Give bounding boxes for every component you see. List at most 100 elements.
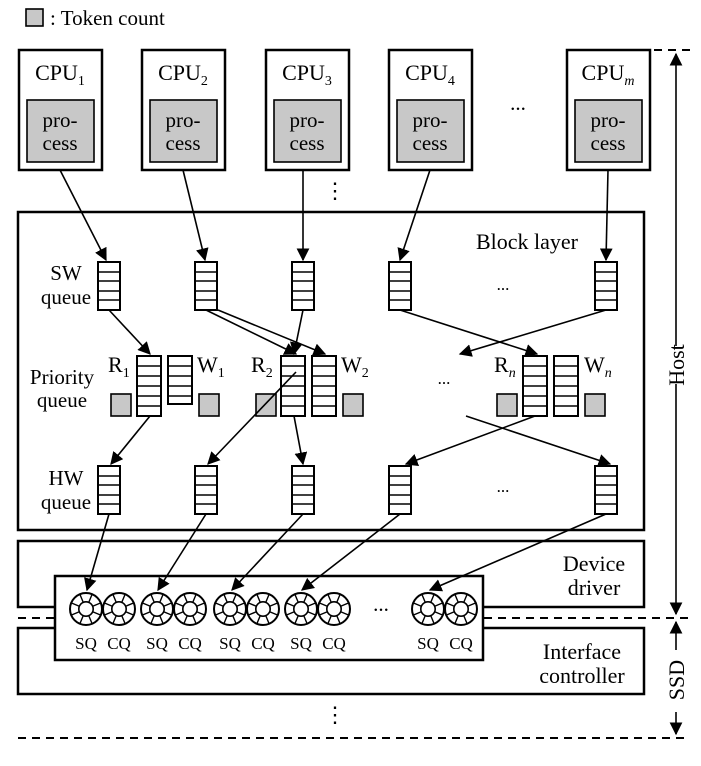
write-label-2: W xyxy=(341,352,362,377)
cpu-2-label: CPU xyxy=(158,60,201,85)
write-label-n-sub: n xyxy=(605,366,612,381)
arrow-sw1-r1 xyxy=(108,309,151,355)
ssd-vdots: ⋮ xyxy=(324,702,346,727)
sq-label-1: SQ xyxy=(75,634,97,653)
priority-queue-1: R1 W1 xyxy=(108,352,225,417)
cpu-ellipsis: ... xyxy=(510,91,526,115)
arrow-cpu1-sw1 xyxy=(59,169,107,262)
cpu-1-label: CPU xyxy=(35,60,78,85)
block-layer-title: Block layer xyxy=(476,229,579,254)
cq-icon-1 xyxy=(102,592,136,626)
cq-label-5: CQ xyxy=(449,634,473,653)
process-m-line2: cess xyxy=(591,131,626,155)
write-label-n: W xyxy=(584,352,605,377)
arrow-cpum-swm xyxy=(599,169,613,262)
arrows xyxy=(59,169,613,592)
arrow-hw2-qp2 xyxy=(157,513,207,592)
device-driver-label-1: Device xyxy=(563,551,625,576)
write-token-count-2 xyxy=(342,393,364,417)
hw-queue-label-2: queue xyxy=(41,490,91,514)
svg-text:R2: R2 xyxy=(251,352,273,381)
arrow-r2-hw3 xyxy=(293,415,308,466)
read-token-count-1 xyxy=(110,393,132,417)
sq-icon-3 xyxy=(213,592,247,626)
svg-text:CPUm: CPUm xyxy=(582,60,635,89)
cpu-row: CPU1 pro- cess CPU2 pro- cess CPU3 pro- … xyxy=(17,48,652,172)
cpu-m-label: CPU xyxy=(582,60,625,85)
host-label: Host xyxy=(664,344,689,386)
cpu-3-label: CPU xyxy=(282,60,325,85)
write-label-2-sub: 2 xyxy=(362,366,369,381)
hw-queue-4 xyxy=(388,465,412,515)
arrow-hw4-qp4 xyxy=(300,513,401,591)
arrow-ellipsis-hwm xyxy=(465,415,612,467)
queue-pair-ellipsis: ... xyxy=(373,592,389,616)
arrow-cpu2-sw2 xyxy=(182,169,209,262)
process-1-line1: pro- xyxy=(43,108,78,132)
token-count-swatch xyxy=(25,8,44,27)
cpu-1: CPU1 pro- cess xyxy=(17,48,104,172)
arrow-rn-hw4 xyxy=(404,415,536,466)
sq-icon-2 xyxy=(140,592,174,626)
process-4-line1: pro- xyxy=(413,108,448,132)
cq-label-3: CQ xyxy=(251,634,275,653)
sw-queue-label-2: queue xyxy=(41,285,91,309)
arrow-r1-hw1 xyxy=(110,415,151,465)
sq-icon-4 xyxy=(284,592,318,626)
sw-queue-1 xyxy=(97,261,121,311)
sw-queue-4 xyxy=(388,261,412,311)
arrow-swm-ellipsis xyxy=(458,309,607,357)
hw-queue-1 xyxy=(97,465,121,515)
write-label-1: W xyxy=(197,352,218,377)
device-driver-label-2: driver xyxy=(568,575,621,600)
sw-queue-3 xyxy=(291,261,315,311)
svg-text:Rn: Rn xyxy=(494,352,516,381)
write-token-count-1 xyxy=(198,393,220,417)
sw-queue-2 xyxy=(194,261,218,311)
process-3-line1: pro- xyxy=(290,108,325,132)
cq-icon-3 xyxy=(246,592,280,626)
sw-queue-m xyxy=(594,261,618,311)
sw-queues: ... xyxy=(97,261,618,311)
sq-label-5: SQ xyxy=(417,634,439,653)
interface-controller-label-2: controller xyxy=(539,663,625,688)
interface-controller-label-1: Interface xyxy=(543,639,621,664)
cpu-3: CPU3 pro- cess xyxy=(264,48,351,172)
cq-icon-2 xyxy=(173,592,207,626)
hw-queue-3 xyxy=(291,465,315,515)
sq-label-3: SQ xyxy=(219,634,241,653)
arrow-sw2-w2 xyxy=(217,309,327,356)
arrow-hwm-qpn xyxy=(428,513,607,592)
arrow-cpu4-sw4 xyxy=(397,169,431,262)
cpu-m-sub: m xyxy=(624,74,634,89)
arrow-hw1-qp1 xyxy=(84,513,110,592)
arrow-sw2-r2 xyxy=(205,309,298,355)
process-2-line2: cess xyxy=(166,131,201,155)
process-4-line2: cess xyxy=(413,131,448,155)
cpu-2: CPU2 pro- cess xyxy=(140,48,227,172)
cq-label-4: CQ xyxy=(322,634,346,653)
read-token-count-n xyxy=(496,393,518,417)
write-token-count-n xyxy=(584,393,606,417)
svg-text:CPU4: CPU4 xyxy=(405,60,455,89)
cpu-m: CPUm pro- cess xyxy=(565,48,652,172)
process-m-line1: pro- xyxy=(591,108,626,132)
priority-queue-n: Rn Wn xyxy=(494,352,612,417)
hw-queue-label-1: HW xyxy=(49,466,84,490)
svg-text:CPU1: CPU1 xyxy=(35,60,85,89)
sq-label-2: SQ xyxy=(146,634,168,653)
arrow-sw4-rn xyxy=(399,309,539,357)
process-3-line2: cess xyxy=(290,131,325,155)
arrow-r2-hw2 xyxy=(207,371,297,465)
cq-icon-4 xyxy=(317,592,351,626)
sq-label-4: SQ xyxy=(290,634,312,653)
sw-queue-ellipsis: ... xyxy=(497,275,510,294)
read-label-2: R xyxy=(251,352,266,377)
read-token-count-2 xyxy=(255,393,277,417)
svg-text:CPU2: CPU2 xyxy=(158,60,208,89)
priority-queue-label-2: queue xyxy=(37,388,87,412)
priority-queue-label-1: Priority xyxy=(30,365,95,389)
arrow-sw3-r2 xyxy=(290,309,304,356)
read-label-1: R xyxy=(108,352,123,377)
